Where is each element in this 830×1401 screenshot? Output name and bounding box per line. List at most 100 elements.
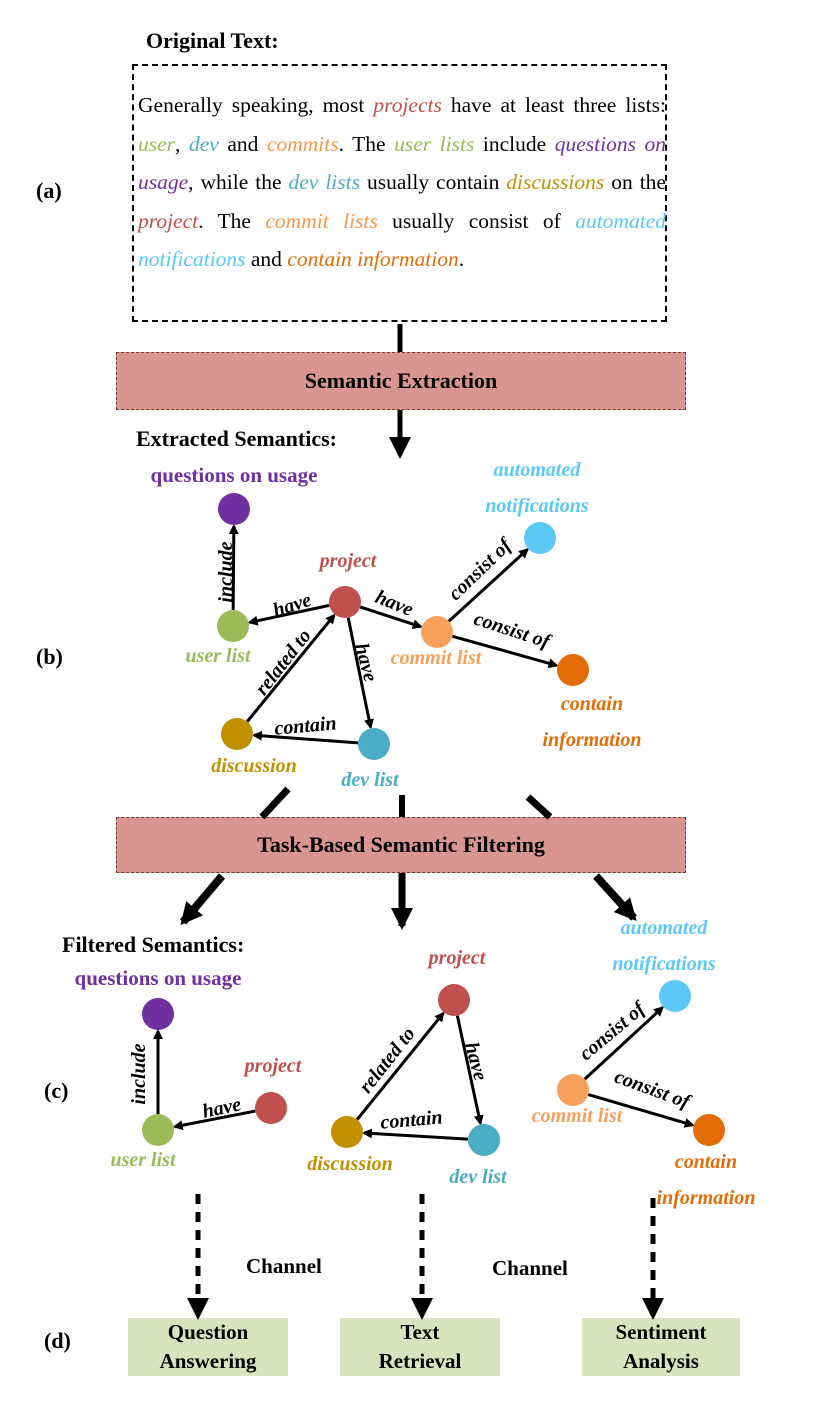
node-automated (524, 522, 556, 554)
edge-arrow (361, 1128, 469, 1141)
node-discussion (331, 1116, 363, 1148)
node-label: automated (494, 459, 582, 481)
flow-arrow (179, 873, 226, 926)
channel-label-left: Channel (246, 1254, 322, 1278)
section-label-d: (d) (44, 1328, 71, 1353)
filtered-semantics-heading: Filtered Semantics: (62, 932, 245, 957)
flow-arrow (593, 873, 637, 921)
edge-label: consist of (611, 1066, 694, 1114)
edge-arrow (251, 730, 359, 745)
node-label: contain (561, 693, 623, 715)
node-label: information (543, 729, 642, 751)
edge-label: related to (355, 1023, 420, 1097)
flow-line (525, 794, 553, 820)
node-label: commit list (391, 647, 483, 669)
edge-label: have (460, 1040, 491, 1083)
node-label: project (243, 1055, 303, 1077)
node-user-list (217, 610, 249, 642)
edge-arrow (455, 1015, 484, 1126)
task-line-1: Text (400, 1320, 440, 1344)
text-run: include (474, 131, 555, 156)
edge-label: include (215, 541, 237, 602)
edge-label: have (372, 586, 416, 621)
semantic-extraction-bar: Semantic Extraction (116, 352, 686, 410)
task-line-1: Sentiment (615, 1320, 707, 1344)
edge-arrow (447, 548, 529, 623)
highlighted-term: projects (373, 93, 442, 117)
node-label: user list (110, 1149, 176, 1171)
node-user-list (142, 1114, 174, 1146)
text-run: and (245, 247, 288, 271)
highlighted-term: user lists (394, 131, 475, 156)
task-line-2: Answering (159, 1349, 257, 1373)
node-label: discussion (307, 1153, 393, 1175)
highlighted-term: commits (266, 131, 339, 156)
node-dev-list (468, 1124, 500, 1156)
node-automated (659, 980, 691, 1012)
edge-label: consist of (471, 608, 555, 654)
edge-arrow (247, 603, 330, 626)
highlighted-term: commit lists (265, 208, 378, 233)
node-label: dev list (449, 1166, 508, 1188)
node-project (438, 984, 470, 1016)
text-run: and (218, 131, 267, 156)
channel-label-right: Channel (492, 1256, 568, 1280)
node-questions (142, 998, 174, 1030)
task-line-2: Analysis (623, 1349, 699, 1373)
edge-arrow (245, 613, 336, 723)
edge-label: contain (380, 1106, 444, 1133)
node-label: contain (675, 1151, 737, 1173)
original-text-paragraph: Generally speaking, most projects have a… (138, 86, 666, 279)
node-label: automated (621, 917, 709, 939)
highlighted-term: contain information (287, 247, 459, 271)
text-run: . The (338, 131, 395, 156)
text-run: Generally speaking, most (138, 93, 374, 117)
text-run: have at least three lists: (441, 93, 666, 117)
node-label: discussion (211, 755, 297, 777)
semantic-filtering-bar: Task-Based Semantic Filtering (116, 817, 686, 873)
edge-arrow (228, 523, 239, 611)
node-project (255, 1092, 287, 1124)
node-commit-list (557, 1074, 589, 1106)
flow-arrows (179, 324, 664, 1320)
task-line-2: Retrieval (378, 1349, 462, 1373)
node-dev-list (358, 728, 390, 760)
edge-arrow (583, 1006, 664, 1081)
section-label-b: (b) (36, 644, 63, 669)
node-label: notifications (612, 953, 716, 975)
node-label: notifications (485, 495, 589, 517)
edge-label: have (200, 1093, 243, 1123)
section-label-c: (c) (44, 1078, 69, 1103)
node-label: information (657, 1187, 756, 1209)
highlighted-term: discussions (506, 170, 605, 194)
node-contain-info (693, 1114, 725, 1146)
original-text-heading: Original Text: (146, 28, 279, 53)
node-commit-list (421, 616, 453, 648)
text-run: , (175, 131, 189, 156)
highlighted-term: dev lists (288, 170, 360, 194)
node-label: questions on usage (75, 966, 242, 990)
section-label-a: (a) (36, 178, 62, 203)
edge-label: related to (251, 625, 316, 699)
edge-label: have (350, 641, 381, 684)
node-label: dev list (341, 769, 400, 791)
highlighted-term: automated notifications (138, 208, 666, 272)
edge-arrow (452, 634, 559, 669)
edge-label: have (270, 589, 314, 622)
task-line-1: Question (167, 1320, 249, 1344)
node-questions (218, 493, 250, 525)
node-label: user list (185, 645, 251, 667)
text-run: usually consist of (377, 208, 576, 233)
edge-arrow (359, 605, 423, 630)
text-run: on the (604, 170, 666, 194)
text-run: usually contain (359, 170, 507, 194)
edge-label: contain (274, 712, 338, 739)
edge-arrow (355, 1011, 445, 1121)
highlighted-term: dev (188, 131, 219, 156)
text-run: . (458, 247, 465, 271)
node-label: commit list (532, 1105, 624, 1127)
